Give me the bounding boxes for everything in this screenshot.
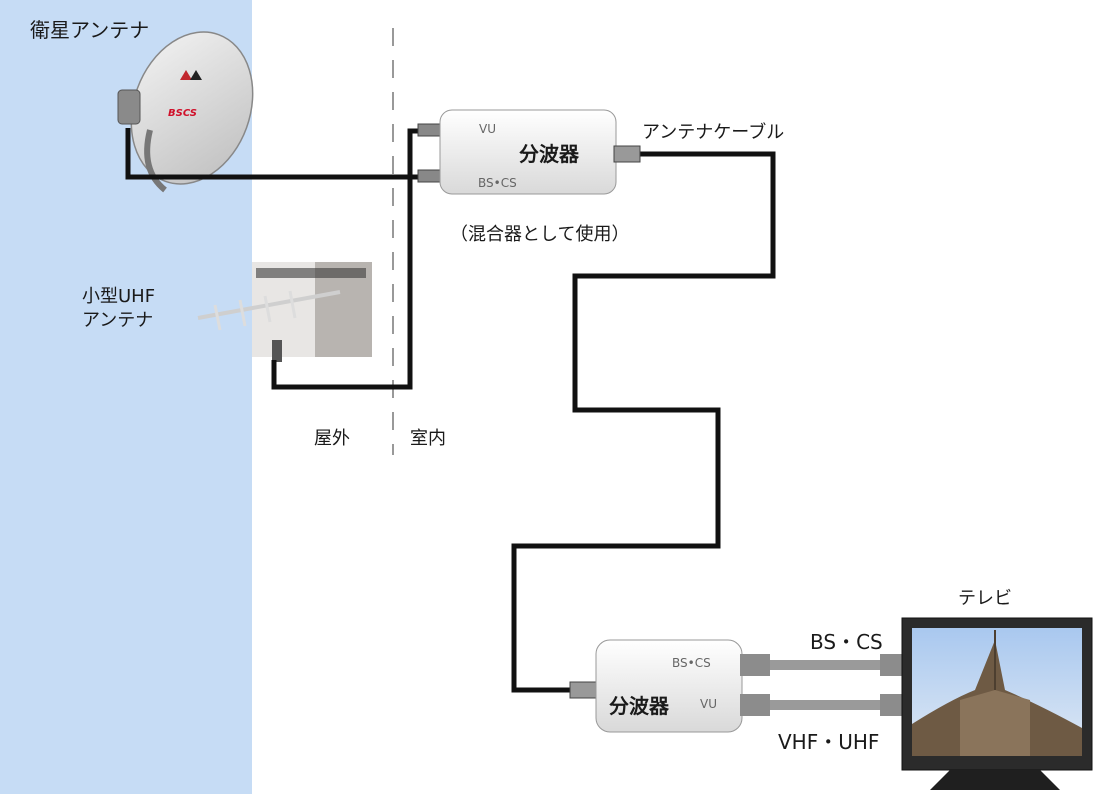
indoor-label: 室内 <box>410 428 446 449</box>
bottom-splitter-port-vu: VU <box>700 697 717 711</box>
tv-label: テレビ <box>958 588 1012 609</box>
tv-input-vhf-uhf-label: VHF・UHF <box>778 730 880 754</box>
top-splitter-name: 分波器 <box>519 142 579 166</box>
antenna-cable-label: アンテナケーブル <box>642 122 785 143</box>
cables <box>125 128 776 693</box>
satellite-dish-icon <box>117 31 254 193</box>
outdoor-label: 屋外 <box>314 428 350 449</box>
top-splitter-note: （混合器として使用） <box>450 224 630 245</box>
uhf-antenna-label-line2: アンテナ <box>82 310 154 331</box>
tv-input-cables <box>740 654 910 716</box>
tv-icon <box>901 617 1093 790</box>
uhf-cable <box>271 128 420 390</box>
satellite-antenna-label: 衛星アンテナ <box>30 18 150 42</box>
top-splitter-port-bscs: BS•CS <box>478 176 517 190</box>
satellite-dish-logo: BSCS <box>168 108 198 119</box>
antenna-cable <box>511 151 776 693</box>
tv-input-bscs-label: BS・CS <box>810 630 883 654</box>
uhf-antenna-photo <box>197 262 372 362</box>
bottom-splitter-name: 分波器 <box>609 694 669 718</box>
satellite-cable <box>125 128 420 180</box>
top-splitter-icon <box>417 109 641 195</box>
top-splitter-port-vu: VU <box>479 122 496 136</box>
bottom-splitter-icon <box>569 639 743 733</box>
bottom-splitter-port-bscs: BS•CS <box>672 656 711 670</box>
uhf-antenna-label-line1: 小型UHF <box>82 286 156 307</box>
